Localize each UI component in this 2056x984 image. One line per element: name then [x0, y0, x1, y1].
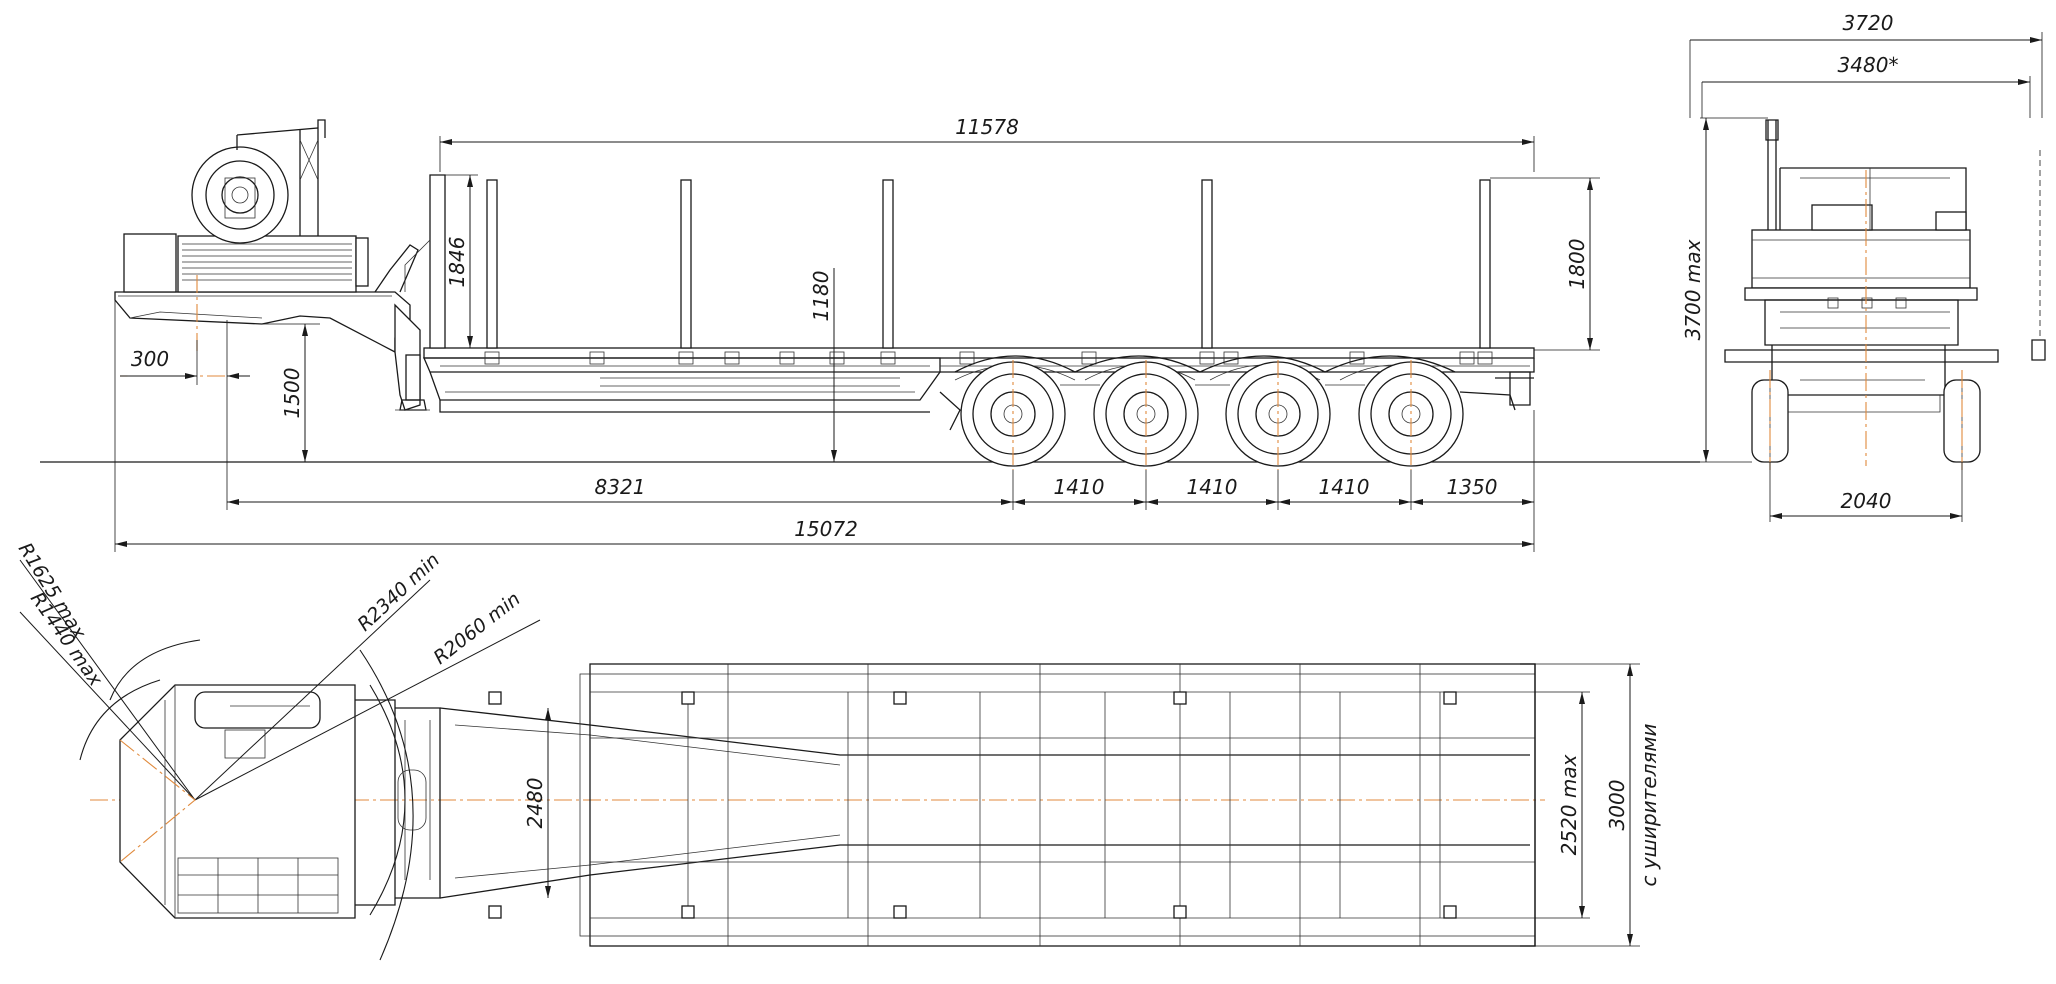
dim-front-to-first-axle: 8321	[595, 475, 646, 499]
dim-platform-width: 2520 max	[1557, 754, 1581, 855]
dim-radius-2340: R2340 min	[353, 549, 444, 636]
dim-width-extended-note: с уширителями	[1637, 723, 1661, 886]
dim-axle-spacing-1: 1410	[1054, 475, 1105, 499]
platform-top	[589, 663, 1536, 947]
dim-max-height: 3700 max	[1681, 239, 1705, 340]
dim-deck-height: 1180	[809, 271, 833, 322]
turning-arc-gooseneck	[359, 649, 414, 961]
rear-bumper	[1495, 371, 1534, 406]
gooseneck-body	[114, 291, 411, 354]
dim-axle-spacing-3: 1410	[1319, 475, 1370, 499]
dim-width-extended: 3000	[1605, 780, 1629, 831]
dim-overall-length: 15072	[794, 517, 858, 541]
stakes	[486, 179, 1491, 349]
dim-platform-length: 11578	[955, 115, 1019, 139]
dim-radius-2060: R2060 min	[430, 588, 525, 669]
toolbox-grid	[177, 857, 339, 914]
dim-stake-height-rear: 1800	[1565, 239, 1589, 290]
dim-track-width: 2040	[1841, 489, 1892, 513]
front-bulkhead	[429, 174, 446, 349]
rear-view: 3720 3480*	[1681, 11, 2046, 522]
dim-overall-width: 3720	[1843, 11, 1894, 35]
rear-body	[1751, 229, 1971, 289]
dim-coupling-height: 1500	[280, 368, 304, 419]
dim-kingpin-offset: 300	[131, 347, 169, 371]
top-view: R1625 max R1440 max R2340 min R2060 min …	[14, 539, 1661, 961]
landing-leg	[405, 354, 421, 401]
dim-width-note: 3480*	[1838, 53, 1899, 77]
dim-gooseneck-width: 2480	[523, 778, 547, 829]
side-view: 11578 1846 1180 1800 300 1500	[40, 115, 1700, 552]
main-deck	[423, 347, 1535, 359]
spare-wheel-mast	[236, 119, 326, 236]
dim-rear-overhang: 1350	[1447, 475, 1498, 499]
dim-axle-spacing-2: 1410	[1187, 475, 1238, 499]
dim-stake-height: 1846	[445, 237, 469, 288]
equipment-box	[177, 235, 357, 293]
